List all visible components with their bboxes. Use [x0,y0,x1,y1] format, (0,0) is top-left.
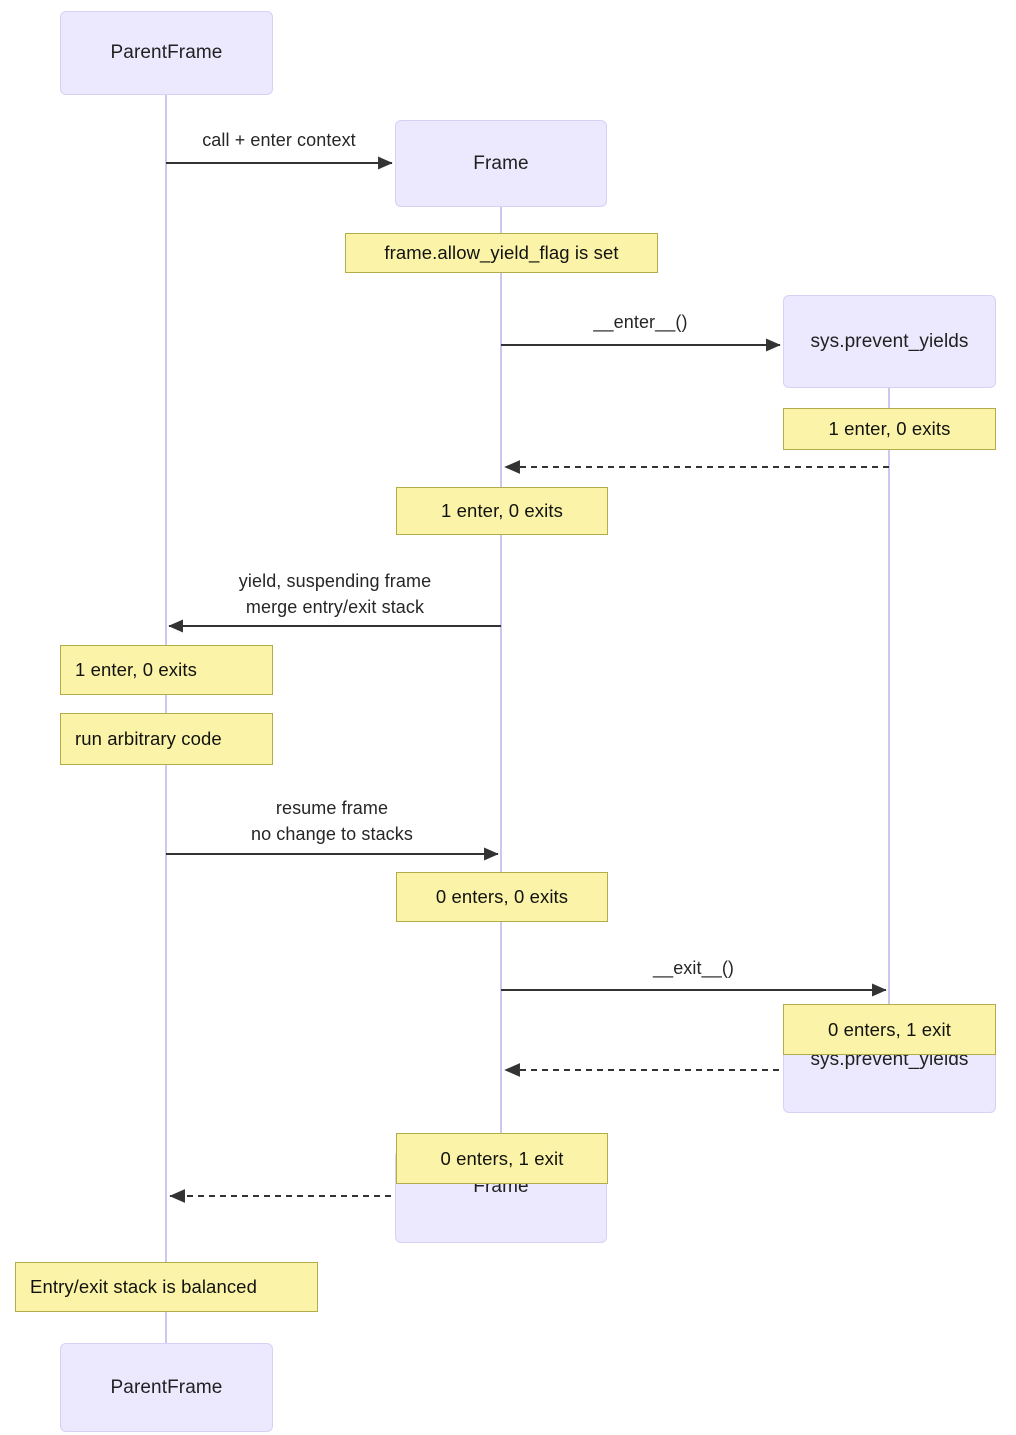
note-frame-1-enter-0-exits: 1 enter, 0 exits [396,487,608,535]
actor-sys-prevent-yields-top[interactable]: sys.prevent_yields [783,295,996,388]
note-parent-run-arbitrary-code: run arbitrary code [60,713,273,765]
actor-parentframe-top[interactable]: ParentFrame [60,11,273,95]
note-frame-0-enters-0-exits: 0 enters, 0 exits [396,872,608,922]
message-label-yield-suspend: yield, suspending frame merge entry/exit… [238,571,432,617]
note-sys-1-enter-0-exits: 1 enter, 0 exits [783,408,996,450]
message-label-exit-call: __exit__() [652,958,735,978]
note-parent-1-enter-0-exits: 1 enter, 0 exits [60,645,273,695]
lifeline-frame [500,207,502,1151]
note-parent-entry-exit-balanced: Entry/exit stack is balanced [15,1262,318,1312]
message-label-enter-call: __enter__() [593,312,688,332]
message-label-call-enter-context: call + enter context [202,130,356,150]
note-frame-0-enters-1-exit: 0 enters, 1 exit [396,1133,608,1184]
message-label-resume-frame: resume frame no change to stacks [250,798,413,844]
actor-parentframe-bottom[interactable]: ParentFrame [60,1343,273,1432]
note-sys-0-enters-1-exit: 0 enters, 1 exit [783,1004,996,1055]
note-frame-allow-yield-flag: frame.allow_yield_flag is set [345,233,658,273]
actor-frame-top[interactable]: Frame [395,120,607,207]
lifeline-sys-prevent-yields [888,388,890,1023]
